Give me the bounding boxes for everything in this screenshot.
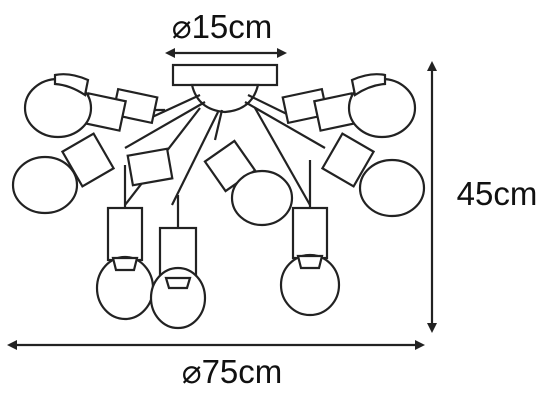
bulb-hanging-right [279,160,341,317]
bulb-mid-right [320,132,426,218]
ceiling-canopy [171,63,279,87]
bulb-hanging-center [149,195,207,330]
bulb-upper-right [281,73,417,139]
height-dimension: 45cm [427,61,538,333]
bulb-center-top [126,147,174,187]
center-hub [190,83,260,114]
bulb-upper-left [23,73,159,139]
canopy-diameter-label: ⌀15cm [172,8,273,45]
ceiling-lamp-illustration [11,63,426,330]
total-diameter-label: ⌀75cm [182,353,283,390]
bulb-center-right [203,139,294,227]
bulb-mid-left [11,132,116,215]
bulb-hanging-left [95,165,155,321]
height-label: 45cm [457,175,538,212]
total-width-dimension: ⌀75cm [7,340,425,390]
canopy-dimension: ⌀15cm [165,8,287,58]
